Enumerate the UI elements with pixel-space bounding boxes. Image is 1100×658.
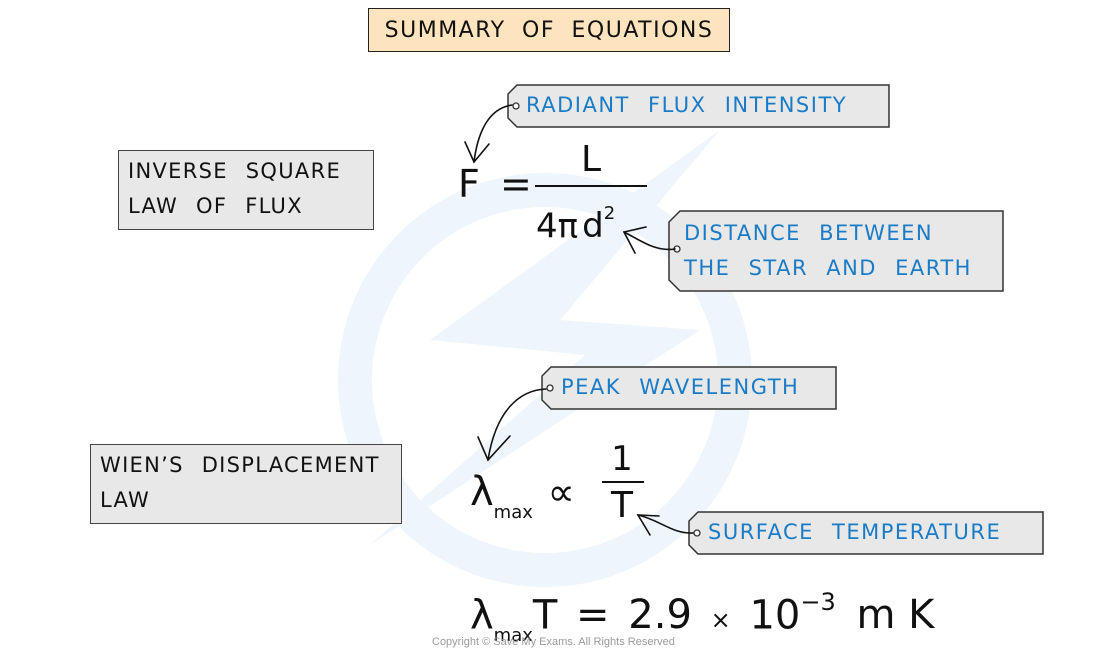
eq-numerator-L: L	[580, 139, 602, 180]
arrow-to-T	[637, 514, 694, 534]
arrowhead	[477, 435, 511, 462]
equation-inverse-square-lhs: F =	[458, 164, 532, 204]
eq-var-d: d	[582, 206, 604, 247]
eq-equals: =	[499, 162, 532, 206]
eq-equals: =	[576, 592, 610, 639]
tag-shape	[668, 210, 1004, 292]
equation-wien-full: λmaxT = 2.9 × 10−3 m K	[470, 582, 934, 656]
eq-proportional: ∝	[547, 470, 575, 514]
arrowhead	[464, 141, 490, 164]
eq-symbol-F: F	[458, 162, 480, 206]
eq-lambda: λ	[470, 592, 494, 639]
eq-units: m K	[856, 592, 935, 639]
fraction-bar	[602, 481, 644, 483]
annotation-radiant-flux-intensity: RADIANT FLUX INTENSITY	[507, 84, 890, 128]
page-title-text: SUMMARY OF EQUATIONS	[384, 17, 714, 43]
law-box-inverse-square: INVERSE SQUARE LAW OF FLUX	[118, 150, 374, 230]
law-name-line: WIEN’S DISPLACEMENT	[100, 453, 380, 477]
annotation-surface-temperature: SURFACE TEMPERATURE	[688, 511, 1044, 555]
arrow-to-lambda	[487, 388, 547, 461]
annotation-text: RADIANT FLUX INTENSITY	[526, 93, 848, 117]
law-name-line: LAW OF FLUX	[128, 194, 303, 218]
eq-times: ×	[710, 606, 731, 635]
tag-shape	[541, 366, 837, 410]
eq-exponent: −3	[800, 588, 836, 616]
copyright-notice: Copyright © Save My Exams. All Rights Re…	[432, 636, 675, 648]
law-name-line: LAW	[100, 488, 151, 512]
annotation-text: PEAK WAVELENGTH	[561, 375, 800, 399]
eq-exp-2: 2	[603, 203, 616, 224]
eq-numerator-1: 1	[611, 439, 633, 479]
annotation-peak-wavelength: PEAK WAVELENGTH	[541, 366, 837, 410]
eq-var-T: T	[532, 592, 558, 639]
fraction-bar	[535, 185, 647, 187]
eq-sub-max: max	[493, 625, 533, 647]
eq-sub-max: max	[493, 502, 533, 523]
equation-wien-proportional: λmax ∝	[470, 470, 575, 531]
annotation-text: THE STAR AND EARTH	[684, 256, 972, 280]
eq-base: 10	[749, 592, 801, 639]
law-box-wiens-displacement: WIEN’S DISPLACEMENT LAW	[90, 444, 402, 524]
page-title: SUMMARY OF EQUATIONS	[368, 8, 730, 52]
eq-lambda: λ	[470, 469, 494, 515]
tag-shape	[507, 84, 890, 128]
annotation-distance: DISTANCE BETWEEN THE STAR AND EARTH	[668, 210, 1004, 292]
eq-denominator-T: T	[611, 485, 633, 526]
eq-coeff-4pi: 4π	[536, 206, 579, 247]
arrowhead	[622, 226, 647, 254]
annotation-text: DISTANCE BETWEEN	[684, 221, 934, 245]
law-name-line: INVERSE SQUARE	[128, 159, 342, 183]
eq-mantissa: 2.9	[628, 592, 692, 639]
annotation-text: SURFACE TEMPERATURE	[708, 520, 1002, 544]
